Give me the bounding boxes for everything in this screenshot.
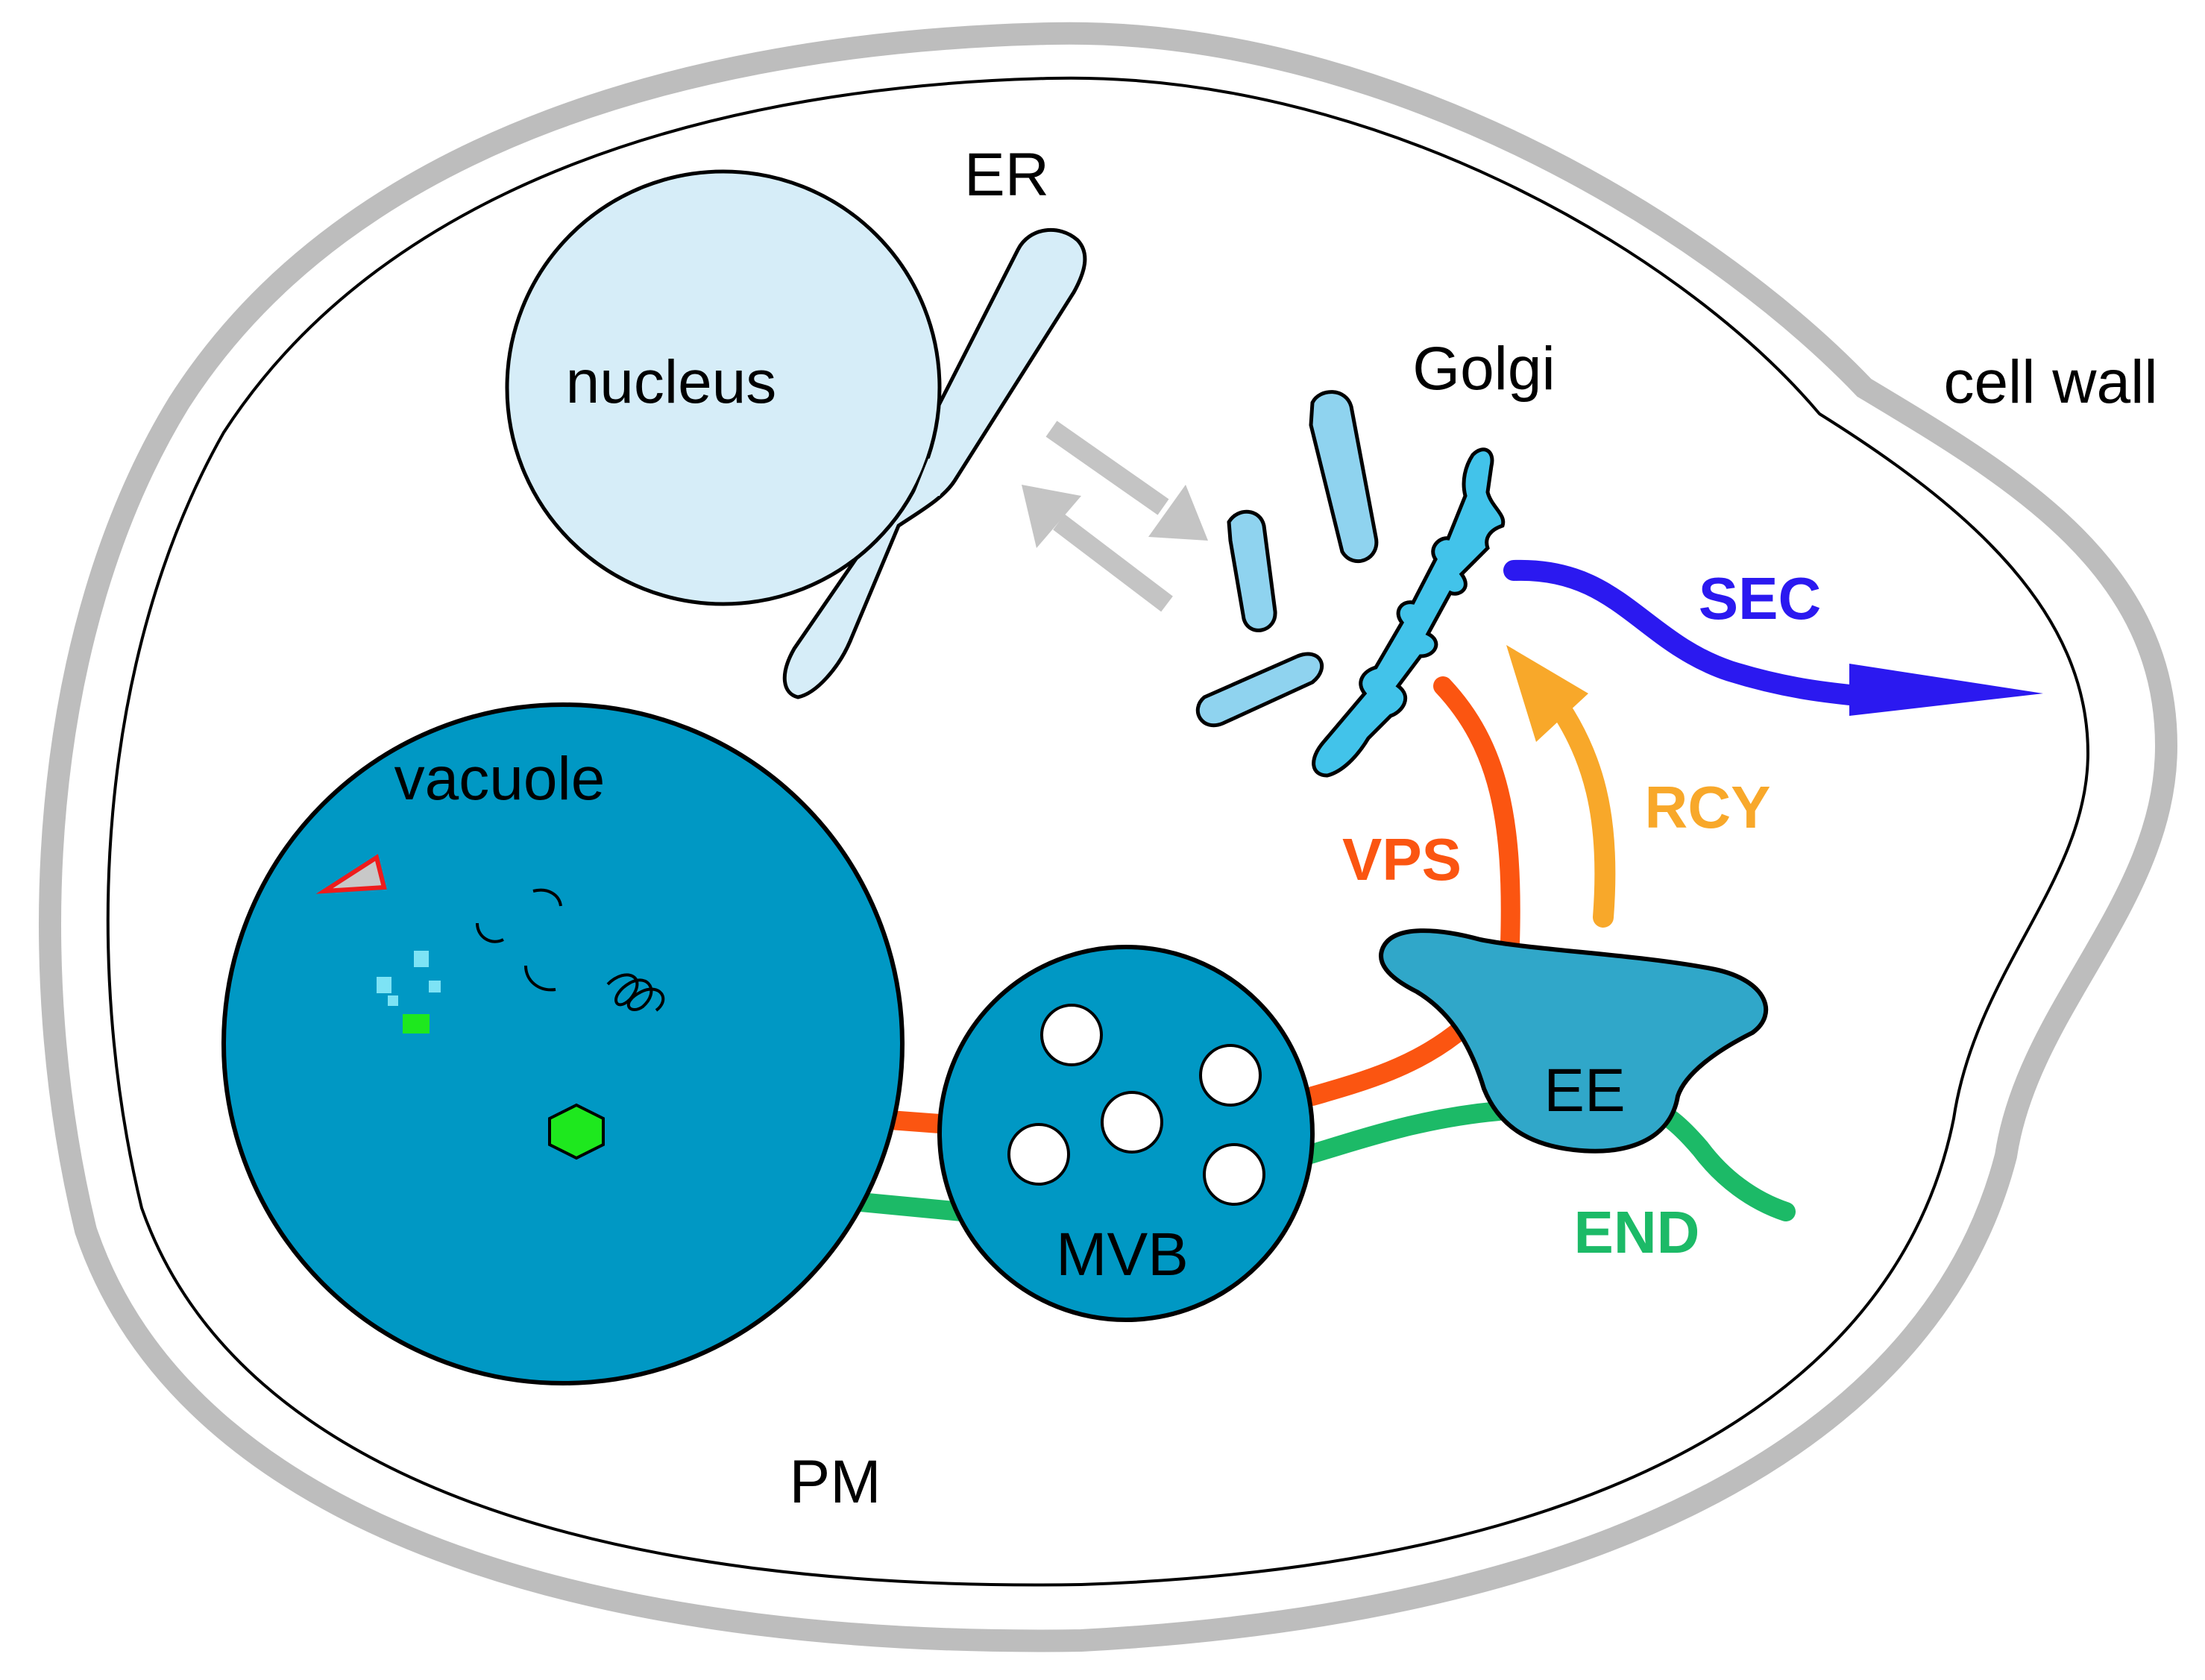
golgi-cisterna-1 bbox=[1309, 390, 1379, 563]
er-golgi-arrows bbox=[1022, 421, 1208, 612]
end-label: END bbox=[1574, 1199, 1700, 1265]
nucleus bbox=[505, 169, 942, 606]
cell-wall bbox=[39, 22, 2178, 1652]
golgi-cisterna-3 bbox=[1195, 652, 1324, 728]
mvb-vesicle bbox=[1007, 1123, 1070, 1186]
mvb-vesicle bbox=[1040, 1004, 1103, 1066]
er-nucleus-junction bbox=[913, 459, 958, 496]
cargo-membrane-fragment-icon bbox=[476, 922, 504, 943]
golgi-to-er-arrowhead bbox=[1022, 485, 1081, 548]
ee-label: EE bbox=[1544, 1057, 1625, 1124]
mvb-intralumenal-vesicles bbox=[1007, 1004, 1265, 1206]
cargo-red-fragment-icon bbox=[315, 854, 387, 894]
cargo-green-hexagon-icon bbox=[548, 1103, 605, 1160]
sec-arrowhead bbox=[1849, 664, 2043, 716]
er-to-golgi-arrowhead bbox=[1148, 485, 1208, 541]
mvb-vesicle bbox=[1101, 1091, 1163, 1154]
nucleus-label: nucleus bbox=[566, 348, 777, 416]
vacuole bbox=[221, 702, 905, 1385]
golgi-cisterna-2 bbox=[1227, 509, 1277, 632]
vps-pathway-ee-to-mvb bbox=[1303, 1019, 1471, 1106]
rcy-pathway-arrow bbox=[1537, 679, 1616, 928]
sec-pathway-arrow bbox=[1503, 559, 1882, 708]
vacuole-label: vacuole bbox=[394, 745, 605, 813]
mvb-label: MVB bbox=[1056, 1221, 1189, 1289]
rcy-arrowhead bbox=[1506, 645, 1588, 742]
pm-label: PM bbox=[790, 1448, 881, 1516]
cargo-membrane-fragment-icon bbox=[524, 965, 556, 992]
golgi-cisterna-main bbox=[1312, 447, 1506, 778]
vacuole-cargo bbox=[315, 854, 665, 1160]
vps-pathway-ee-to-golgi bbox=[1433, 676, 1520, 953]
mvb-vesicle bbox=[1203, 1143, 1265, 1206]
cargo-cyan-square-icon bbox=[414, 951, 429, 967]
early-endosome bbox=[1379, 928, 1768, 1154]
cargo-green-rect-icon bbox=[403, 1014, 430, 1034]
cargo-cyan-square-icon bbox=[388, 995, 398, 1006]
cell-wall-label: cell wall bbox=[1943, 348, 2157, 416]
cargo-cyan-square-icon bbox=[429, 981, 441, 992]
golgi-to-er-arrow-shaft bbox=[1053, 514, 1173, 612]
cargo-squiggle-icon bbox=[606, 973, 665, 1012]
cargo-cyan-square-icon bbox=[377, 977, 391, 993]
end-pathway-ee-to-mvb bbox=[1295, 1101, 1509, 1165]
rcy-label: RCY bbox=[1645, 774, 1771, 840]
cargo-membrane-fragment-icon bbox=[532, 888, 562, 907]
vps-label: VPS bbox=[1342, 826, 1462, 893]
golgi-apparatus bbox=[1195, 390, 1506, 778]
er-to-golgi-arrow-shaft bbox=[1045, 421, 1169, 515]
mvb-vesicle bbox=[1199, 1044, 1262, 1107]
er-label: ER bbox=[964, 141, 1049, 209]
sec-label: SEC bbox=[1699, 565, 1822, 632]
golgi-label: Golgi bbox=[1412, 335, 1555, 403]
plasma-membrane bbox=[106, 76, 2090, 1587]
